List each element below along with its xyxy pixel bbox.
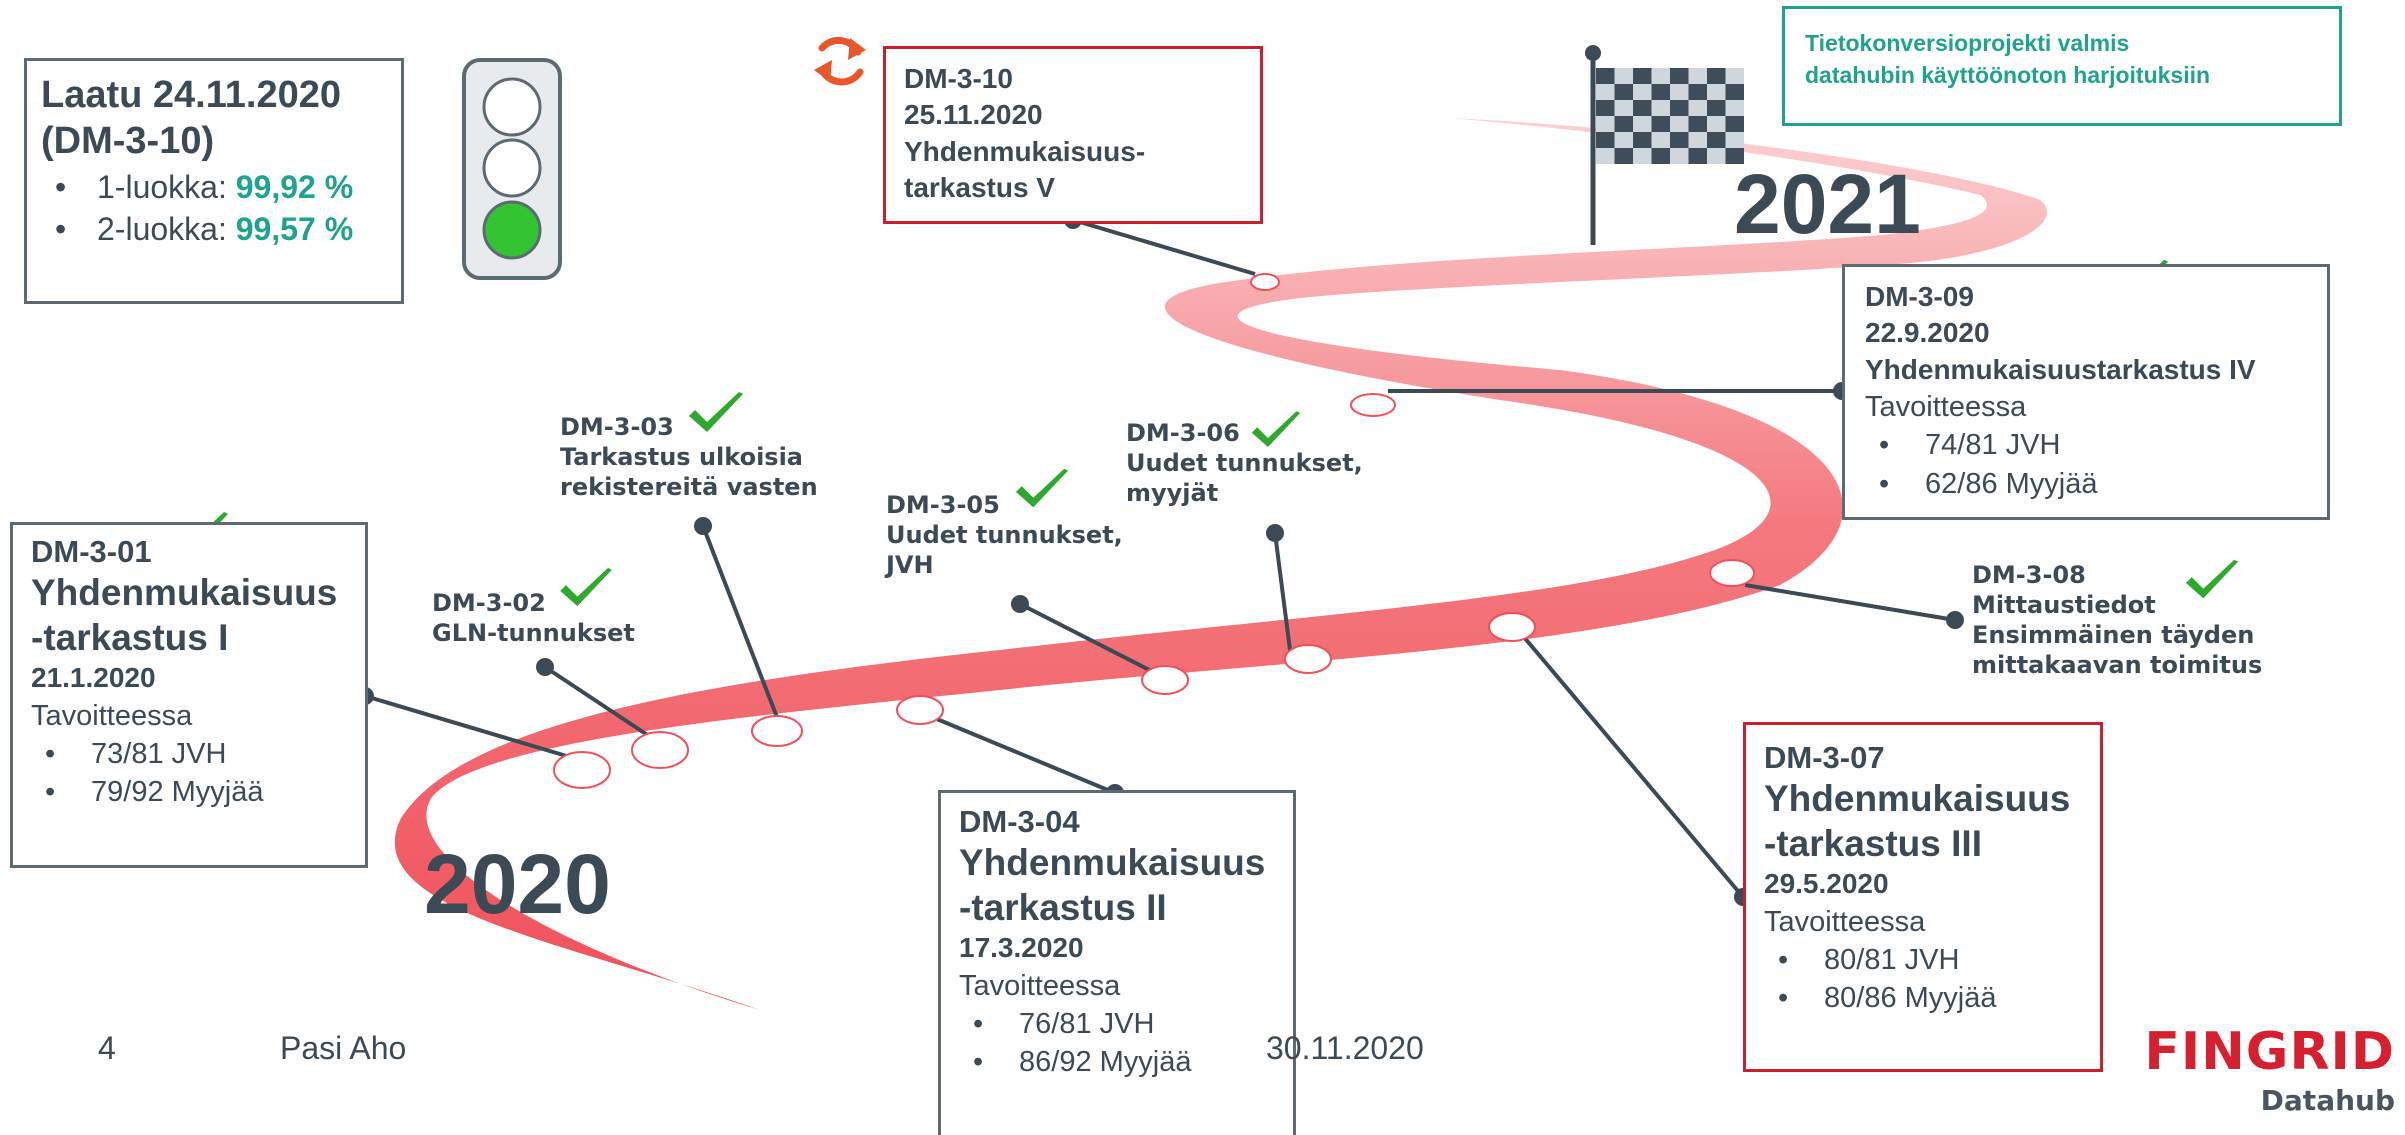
refresh-icon (814, 36, 866, 86)
list-item: 73/81 JVH (31, 735, 347, 774)
check-icon-dm306 (1251, 411, 1301, 448)
list-item: 74/81 JVH (1865, 426, 2307, 465)
traffic-light-icon (462, 58, 562, 280)
fingrid-logo: FINGRID Datahub (2120, 1026, 2395, 1117)
connector-dm305 (1019, 602, 1166, 680)
milestone-dm301-date: 21.1.2020 (31, 662, 156, 694)
milestone-dm304-box: DM-3-04 Yhdenmukaisuus -tarkastus II 17.… (938, 790, 1296, 1135)
quality-item: 1-luokka: 99,92 % (41, 166, 387, 208)
goal-note-line: datahubin käyttöönoton harjoituksiin (1805, 62, 2211, 89)
milestone-dm307-list: 80/81 JVH 80/86 Myyjää (1764, 941, 2082, 1018)
list-item: 79/92 Myyjää (31, 773, 347, 812)
milestone-dm307-date: 29.5.2020 (1764, 868, 1889, 900)
list-item: 76/81 JVH (959, 1005, 1275, 1044)
marker-dm309 (1350, 393, 1396, 417)
connector-dm302 (543, 665, 657, 742)
milestone-dm307-title: -tarkastus III (1764, 823, 1982, 865)
footer-author: Pasi Aho (280, 1030, 407, 1066)
milestone-dm304-status: Tavoitteessa (959, 969, 1121, 1002)
connector-dm310 (1072, 218, 1256, 276)
milestone-dm301-box: DM-3-01 Yhdenmukaisuus -tarkastus I 21.1… (10, 522, 368, 868)
milestone-dm310-title: Yhdenmukaisuus- (904, 135, 1146, 167)
marker-dm306 (1284, 644, 1332, 674)
quality-box: Laatu 24.11.2020 (DM-3-10) 1-luokka: 99,… (24, 58, 404, 304)
marker-dm308 (1709, 559, 1755, 587)
milestone-dm309-date: 22.9.2020 (1865, 317, 1990, 349)
footer-date: 30.11.2020 (1266, 1030, 1424, 1066)
quality-title: Laatu 24.11.2020 (DM-3-10) (41, 74, 341, 162)
milestone-dm304-id: DM-3-04 (959, 804, 1080, 839)
quality-item: 2-luokka: 99,57 % (41, 208, 387, 250)
check-icon-dm308 (2185, 559, 2239, 599)
traffic-light-red-lamp (482, 77, 542, 137)
milestone-dm301-list: 73/81 JVH 79/92 Myyjää (31, 735, 347, 812)
finish-flag-icon (1585, 45, 1744, 245)
milestone-dm307-title: Yhdenmukaisuus (1764, 778, 2071, 820)
check-icon-dm302 (560, 567, 612, 607)
marker-dm305 (1141, 665, 1189, 695)
connector-dm304 (919, 710, 1116, 795)
milestone-dm307-box: DM-3-07 Yhdenmukaisuus -tarkastus III 29… (1743, 722, 2103, 1072)
milestone-dm310-title: tarkastus V (904, 172, 1055, 204)
milestone-dm305-label: DM-3-05 Uudet tunnukset, JVH (886, 491, 1123, 579)
footer-page-number: 4 (98, 1030, 116, 1066)
marker-dm310 (1250, 273, 1280, 291)
milestone-dm309-id: DM-3-09 (1865, 281, 1974, 312)
milestone-dm304-list: 76/81 JVH 86/92 Myyjää (959, 1005, 1275, 1082)
milestone-dm304-date: 17.3.2020 (959, 932, 1084, 964)
milestone-dm309-box: DM-3-09 22.9.2020 Yhdenmukaisuustarkastu… (1842, 264, 2330, 520)
list-item: 80/86 Myyjää (1764, 979, 2082, 1018)
marker-dm301 (553, 751, 611, 789)
goal-note-line: Tietokonversioprojekti valmis (1805, 30, 2130, 56)
goal-note-box: Tietokonversioprojekti valmis datahubin … (1782, 6, 2342, 126)
connector-dm308 (1744, 583, 1956, 622)
milestone-dm301-status: Tavoitteessa (31, 699, 193, 732)
milestone-dm310-date: 25.11.2020 (904, 99, 1043, 131)
milestone-dm309-status: Tavoitteessa (1865, 391, 2027, 424)
connector-dm303 (701, 525, 782, 726)
marker-dm307 (1488, 612, 1536, 642)
milestone-dm310-box: DM-3-10 25.11.2020 Yhdenmukaisuus- tarka… (883, 46, 1263, 224)
year-label-2021: 2021 (1734, 157, 1921, 251)
connector-dm301 (364, 694, 581, 762)
logo-brand: FINGRID (2144, 1022, 2395, 1082)
milestone-dm304-title: -tarkastus II (959, 887, 1167, 929)
milestone-dm308-label: DM-3-08 Mittaustiedot Ensimmäinen täyden… (1972, 561, 2263, 679)
year-label-2020: 2020 (424, 837, 611, 931)
quality-list: 1-luokka: 99,92 % 2-luokka: 99,57 % (41, 166, 387, 251)
milestone-dm309-title: Yhdenmukaisuustarkastus IV (1865, 353, 2256, 385)
milestone-dm303-label: DM-3-03 Tarkastus ulkoisia rekistereitä … (560, 413, 818, 501)
traffic-light-green-lamp (482, 200, 542, 260)
check-icon-dm305 (1015, 468, 1069, 508)
milestone-dm309-list: 74/81 JVH 62/86 Myyjää (1865, 426, 2307, 503)
list-item: 62/86 Myyjää (1865, 465, 2307, 504)
list-item: 86/92 Myyjää (959, 1043, 1275, 1082)
milestone-dm306-label: DM-3-06 Uudet tunnukset, myyjät (1126, 419, 1363, 507)
check-icon-dm303 (689, 392, 743, 432)
list-item: 80/81 JVH (1764, 941, 2082, 980)
marker-dm303 (751, 715, 803, 747)
milestone-dm301-title: Yhdenmukaisuus (31, 572, 338, 614)
connector-dm307 (1516, 628, 1745, 899)
milestone-dm310-id: DM-3-10 (904, 63, 1013, 94)
milestone-dm307-status: Tavoitteessa (1764, 905, 1926, 938)
milestone-dm301-title: -tarkastus I (31, 617, 229, 659)
milestone-dm302-label: DM-3-02 GLN-tunnukset (432, 589, 635, 647)
connector-dm306 (1273, 532, 1292, 651)
milestone-dm304-title: Yhdenmukaisuus (959, 842, 1266, 884)
marker-dm304 (896, 695, 944, 725)
marker-dm302 (631, 731, 689, 769)
milestone-dm301-id: DM-3-01 (31, 534, 152, 569)
milestone-dm307-id: DM-3-07 (1764, 740, 1885, 775)
traffic-light-yellow-lamp (482, 138, 542, 198)
logo-product: Datahub (2260, 1084, 2395, 1117)
